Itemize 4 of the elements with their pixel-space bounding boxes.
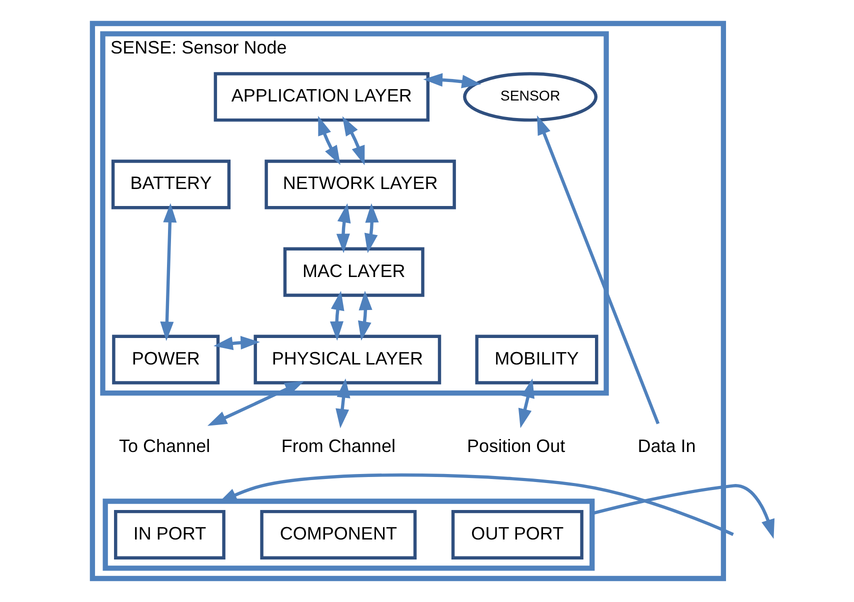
node-text: From Channel: [280, 436, 395, 456]
node-text: Position Out: [466, 436, 565, 456]
node-text: Data In: [637, 436, 696, 456]
node-text: To Channel: [118, 436, 210, 456]
